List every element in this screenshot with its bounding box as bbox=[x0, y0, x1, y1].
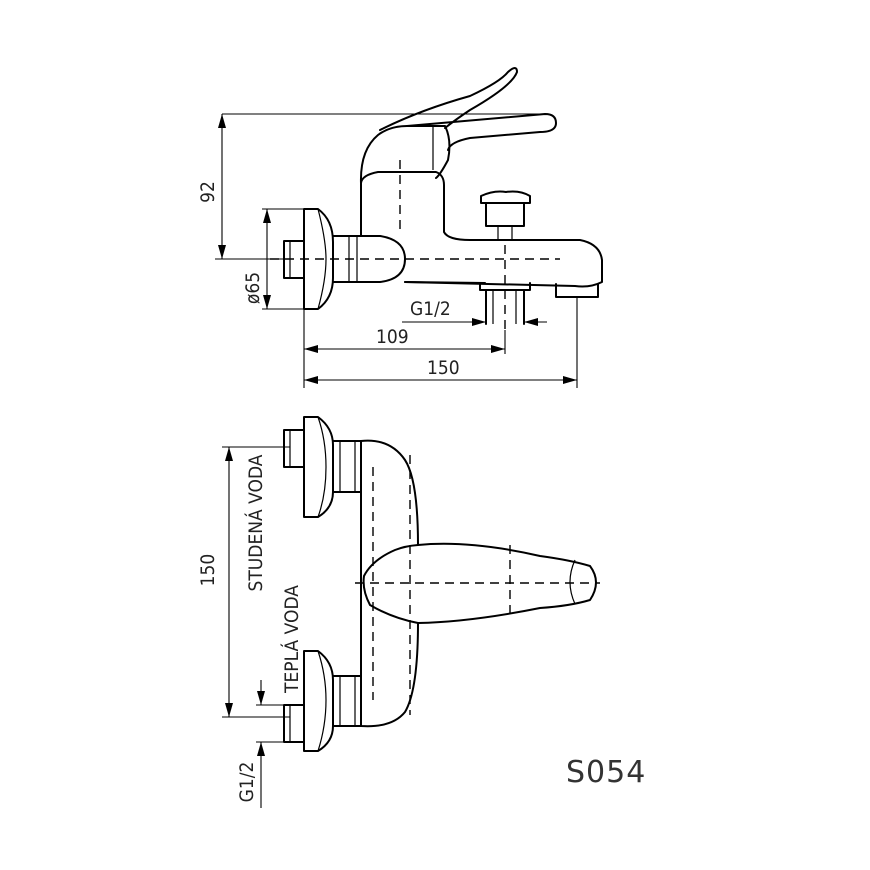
height-dimension-label: 92 bbox=[197, 181, 219, 203]
model-code: S054 bbox=[566, 755, 646, 790]
mixer-lever bbox=[379, 67, 557, 151]
front-plan-view: 150 STUDENÁ VODA TEPLÁ VODA G1/2 bbox=[197, 416, 600, 808]
dimension-diameter: ø65 bbox=[242, 208, 304, 310]
diameter-dimension-label: ø65 bbox=[242, 272, 264, 304]
dimension-92: 92 bbox=[197, 113, 548, 260]
dimension-150-horizontal: 150 bbox=[304, 297, 578, 388]
dimension-thread-top: G1/2 bbox=[402, 298, 547, 326]
hot-water-label: TEPLÁ VODA bbox=[280, 585, 303, 694]
wall-flange bbox=[303, 208, 334, 310]
center-distance-label: 150 bbox=[197, 554, 219, 587]
hot-water-nut bbox=[332, 675, 362, 727]
cold-water-flange bbox=[303, 416, 334, 518]
hot-water-flange bbox=[303, 650, 334, 752]
overall-length-label: 150 bbox=[427, 357, 460, 379]
cold-water-label: STUDENÁ VODA bbox=[244, 454, 267, 591]
cold-water-nut bbox=[332, 440, 362, 493]
dimension-thread-bottom: G1/2 bbox=[236, 680, 284, 808]
thread-dimension-label: G1/2 bbox=[410, 298, 451, 320]
side-elevation-view: 92 ø65 G1/2 109 bbox=[197, 67, 603, 388]
cartridge-cap bbox=[359, 125, 451, 184]
diverter-knob bbox=[480, 190, 531, 240]
dimension-109: 109 bbox=[303, 309, 506, 388]
thread-dimension-label-bottom: G1/2 bbox=[236, 762, 258, 803]
dimension-150-vertical: 150 bbox=[197, 446, 290, 718]
shower-connector bbox=[479, 282, 531, 325]
lever-top-view bbox=[362, 542, 597, 624]
spout-distance-label: 109 bbox=[376, 326, 409, 348]
mixer-body bbox=[360, 171, 603, 288]
